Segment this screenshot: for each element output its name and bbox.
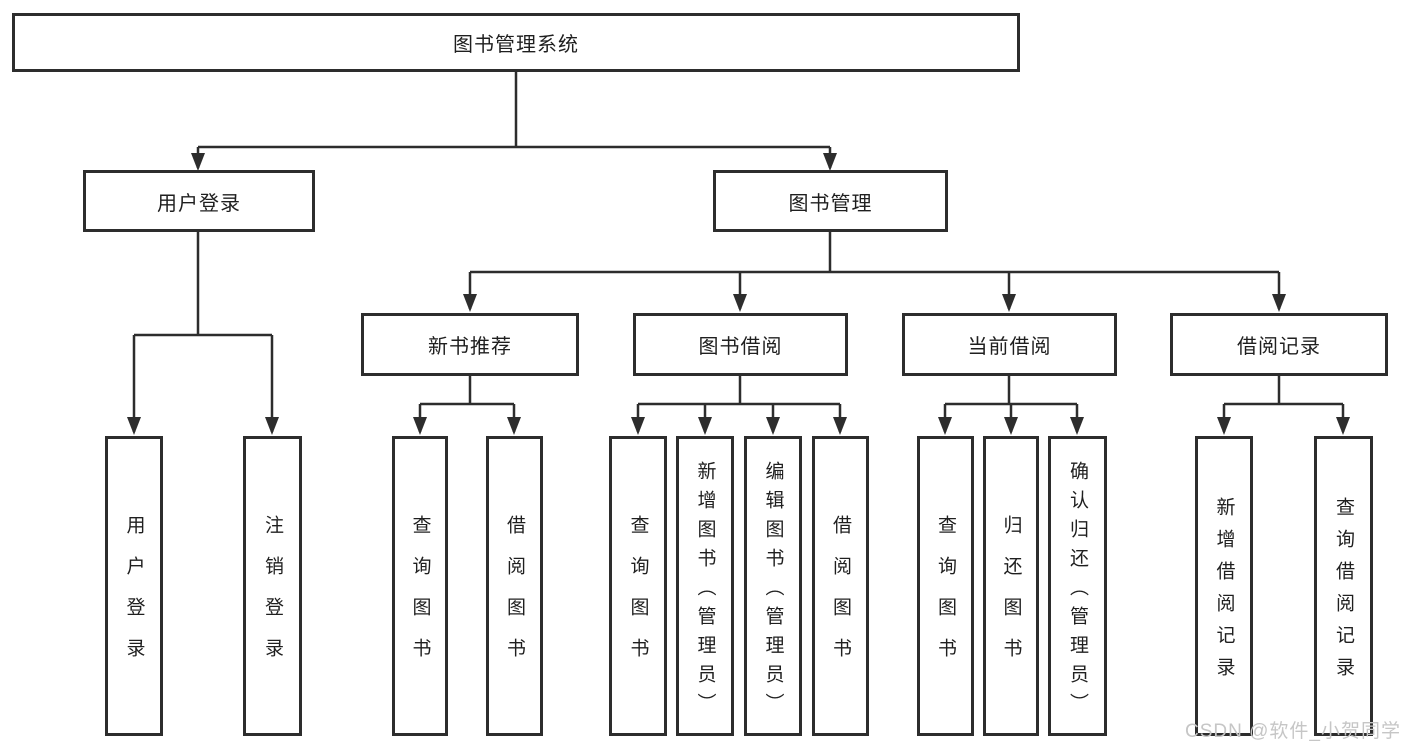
leaf-cb-query-book: 查询图书 — [917, 436, 974, 736]
edge-newbook-to-leaves — [418, 376, 516, 432]
edge-bookborrow-to-leaves — [636, 376, 842, 432]
leaf-cb-return-book-label: 归还图书 — [1000, 515, 1022, 679]
leaf-user-login-label: 用户登录 — [123, 515, 145, 679]
arrow-icon — [413, 417, 427, 435]
watermark: CSDN @软件_小贺同学 — [1185, 721, 1401, 742]
arrow-icon — [1004, 417, 1018, 435]
leaf-nb-borrow-book: 借阅图书 — [486, 436, 543, 736]
leaf-cb-confirm-return: 确认归还（管理员） — [1048, 436, 1107, 736]
arrow-icon — [823, 153, 837, 171]
arrow-icon — [766, 417, 780, 435]
arrow-icon — [733, 294, 747, 312]
arrow-icon — [463, 294, 477, 312]
edge-bookmgmt-to-level3 — [468, 232, 1281, 309]
arrow-icon — [507, 417, 521, 435]
edge-userlogin-to-leaves — [132, 232, 274, 432]
arrow-icon — [127, 417, 141, 435]
leaf-nb-query-book: 查询图书 — [392, 436, 448, 736]
node-borrow-records: 借阅记录 — [1170, 313, 1388, 376]
arrow-icon — [1070, 417, 1084, 435]
leaf-bb-add-book: 新增图书（管理员） — [676, 436, 734, 736]
arrow-icon — [833, 417, 847, 435]
arrow-icon — [1217, 417, 1231, 435]
arrow-icon — [1002, 294, 1016, 312]
leaf-bb-borrow-book-label: 借阅图书 — [830, 515, 851, 679]
arrow-icon — [631, 417, 645, 435]
leaf-bb-add-book-label: 新增图书（管理员） — [694, 460, 716, 722]
node-user-login: 用户登录 — [83, 170, 315, 232]
leaf-bb-edit-book-label: 编辑图书（管理员） — [762, 460, 784, 722]
arrow-icon — [698, 417, 712, 435]
leaf-user-login: 用户登录 — [105, 436, 163, 736]
leaf-bb-edit-book: 编辑图书（管理员） — [744, 436, 802, 736]
arrow-icon — [265, 417, 279, 435]
node-new-book-recommend-label: 新书推荐 — [428, 336, 512, 358]
arrow-icon — [1336, 417, 1350, 435]
leaf-cb-query-book-label: 查询图书 — [935, 515, 956, 679]
node-root: 图书管理系统 — [12, 13, 1020, 72]
node-book-management: 图书管理 — [713, 170, 948, 232]
leaf-nb-borrow-book-label: 借阅图书 — [504, 515, 525, 679]
leaf-cb-return-book: 归还图书 — [983, 436, 1039, 736]
edge-root-to-level2 — [196, 72, 832, 168]
leaf-cb-confirm-return-label: 确认归还（管理员） — [1067, 460, 1088, 722]
edge-records-to-leaves — [1222, 376, 1345, 432]
node-current-borrow: 当前借阅 — [902, 313, 1117, 376]
node-root-label: 图书管理系统 — [453, 34, 579, 56]
leaf-bb-query-book: 查询图书 — [609, 436, 667, 736]
arrow-icon — [1272, 294, 1286, 312]
leaf-br-query-record: 查询借阅记录 — [1314, 436, 1373, 736]
node-current-borrow-label: 当前借阅 — [967, 336, 1052, 358]
arrow-icon — [938, 417, 952, 435]
leaf-nb-query-book-label: 查询图书 — [409, 515, 431, 679]
node-book-management-label: 图书管理 — [788, 192, 873, 215]
node-user-login-label: 用户登录 — [157, 192, 241, 215]
leaf-bb-borrow-book: 借阅图书 — [812, 436, 869, 736]
leaf-br-add-record: 新增借阅记录 — [1195, 436, 1253, 736]
leaf-br-query-record-label: 查询借阅记录 — [1333, 496, 1354, 689]
node-borrow-records-label: 借阅记录 — [1237, 336, 1321, 358]
leaf-bb-query-book-label: 查询图书 — [627, 515, 649, 679]
arrow-icon — [191, 153, 205, 171]
node-book-borrow: 图书借阅 — [633, 313, 848, 376]
node-book-borrow-label: 图书借阅 — [698, 336, 783, 358]
node-new-book-recommend: 新书推荐 — [361, 313, 579, 376]
arrowheads — [127, 153, 1350, 435]
leaf-br-add-record-label: 新增借阅记录 — [1213, 496, 1235, 689]
leaf-logout: 注销登录 — [243, 436, 302, 736]
leaf-logout-label: 注销登录 — [262, 515, 283, 679]
